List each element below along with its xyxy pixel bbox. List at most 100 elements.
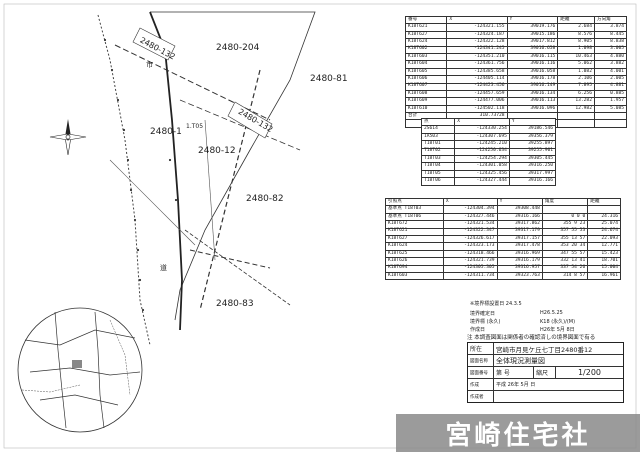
table2-cell: -124301.058 <box>454 162 510 171</box>
table1-cell: 5.085 <box>593 104 628 114</box>
table2-cell: T18T01 <box>420 140 456 149</box>
survey-line-5 <box>109 159 196 246</box>
title-label: 図面名称 <box>468 355 494 366</box>
table1-cell: 39016.149 <box>506 82 559 91</box>
table1-cell: K18T621 <box>404 23 448 32</box>
table3-cell: K18T672 <box>385 220 444 229</box>
parcel-label-2480-83: 2480-83 <box>216 299 254 309</box>
t1-header: X <box>446 15 508 25</box>
table2-cell: 39317.997 <box>508 169 557 179</box>
table3-cell: 39317.157 <box>496 234 543 244</box>
table2-cell: -124245.210 <box>454 140 510 149</box>
table1-cell: 7.895 <box>557 82 595 91</box>
table3-cell: -124323.173 <box>442 242 498 251</box>
table1-cell: 39016.115 <box>506 52 559 62</box>
table1-cell: 8.576 <box>557 30 595 40</box>
table3-cell: 355 13 57 <box>541 234 589 244</box>
table1-cell: 4.881 <box>593 82 628 91</box>
table3-cell: -124321.534 <box>442 220 498 229</box>
survey-line-2 <box>179 99 301 151</box>
table2-cell: 39255.901 <box>508 147 557 156</box>
table1-cell: -124405.114 <box>446 75 508 84</box>
table3-cell: K18T625 <box>385 249 444 259</box>
table1-cell: 39016.058 <box>506 67 559 77</box>
table3-cell: 24.674 <box>587 227 621 236</box>
table1-cell: K18T605 <box>404 67 448 77</box>
table3-cell: 24.316 <box>587 212 621 222</box>
table1-cell: K18T624 <box>404 38 448 47</box>
survey-line-3 <box>199 69 261 311</box>
location-inset-map <box>17 307 143 433</box>
table2-cell: 2S614 <box>420 125 456 134</box>
table3-cell: -124326.617 <box>442 234 498 244</box>
table3-cell: K18T621 <box>385 227 444 236</box>
table1-cell: 6.256 <box>557 89 595 99</box>
table3-cell: K18T603 <box>385 271 444 281</box>
parcel-label-2480-81: 2480-81 <box>310 74 348 84</box>
table3-cell: 16.961 <box>587 271 621 281</box>
parcel-boundary-left <box>97 14 151 346</box>
table1-cell: 12.982 <box>557 104 595 114</box>
table1-cell: 2.005 <box>593 75 628 84</box>
table2-cell: 39316.250 <box>508 162 557 171</box>
table1-cell: -124502.118 <box>446 104 508 114</box>
table1-cell: 8.445 <box>593 30 628 40</box>
table3-cell: K18T627 <box>385 234 444 244</box>
table3-cell: 15.004 <box>587 264 621 273</box>
table1-cell: 39016.096 <box>506 104 559 114</box>
table3-cell: 39316.179 <box>496 257 543 266</box>
parcel-boundary-right <box>150 11 316 321</box>
t1-header: 方向角 <box>593 15 628 25</box>
table1-cell: K18T608 <box>404 89 448 99</box>
table1-cell: 39019.176 <box>506 23 559 32</box>
boundary-points <box>103 38 178 312</box>
table1-cell: -124477.006 <box>446 97 508 106</box>
table1-cell: 39016.658 <box>506 45 559 54</box>
table3-cell: 25.074 <box>587 220 621 229</box>
table2-cell: 39255.897 <box>508 140 557 149</box>
road-band-top <box>132 27 176 61</box>
table3-cell: 39317.478 <box>496 242 543 251</box>
table1-cell: K18T607 <box>404 82 448 91</box>
survey-line-4 <box>184 229 291 306</box>
table2-cell: 39356.379 <box>508 132 557 142</box>
note-label-2: 境界確定日 <box>470 311 496 317</box>
note-boundary-set-date: ※境界標設置日 24.3.5 <box>470 301 522 307</box>
table2-cell: -124330.254 <box>454 125 510 134</box>
table1-cell: 3.882 <box>593 60 628 69</box>
t1-header: 番号 <box>404 15 448 25</box>
table3-cell <box>541 205 589 214</box>
table1-cell: 39017.812 <box>506 38 559 47</box>
table3-cell: -124311.734 <box>442 271 498 281</box>
table2-cell: T18T03 <box>420 154 456 164</box>
title-block: 所在 宮崎市月見ケ丘七丁目2480番12 図面名称 全体現況測量図 図面番号 第… <box>467 342 624 403</box>
table1-cell: 3.874 <box>593 23 628 32</box>
table3-cell: -124305.305 <box>442 264 498 273</box>
point-label: 1.T05 <box>186 123 204 130</box>
note-value-3: K18 (永久)/(M) <box>540 319 576 325</box>
table3-cell: 337 54 26 <box>541 264 589 273</box>
table1-cell: 1.957 <box>593 97 628 106</box>
road-char-b: 道 <box>160 264 167 272</box>
t3-header: 角度 <box>541 197 589 207</box>
table1-cell: 39016.116 <box>506 60 559 69</box>
watermark-logo: 宮崎住宅社 <box>396 414 640 452</box>
table1-cell: 1.082 <box>557 67 595 77</box>
table3-cell: 12.771 <box>587 242 621 251</box>
t2-header: Y <box>508 117 557 127</box>
table3-cell: 39317.862 <box>496 220 543 229</box>
table1-cell: K18T602 <box>404 45 448 54</box>
table1-cell: K18T603 <box>404 52 448 62</box>
table2-cell: 39316.166 <box>508 177 557 186</box>
